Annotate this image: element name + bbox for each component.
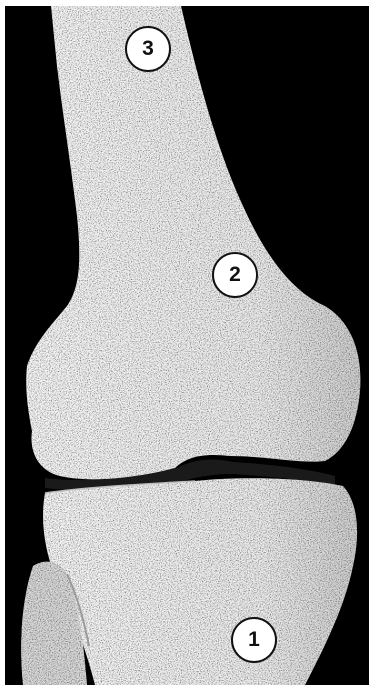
knee-xray-photo: 3 2 1 <box>5 6 369 685</box>
tibia <box>43 478 357 685</box>
marker-3-label: 3 <box>142 37 154 61</box>
marker-2-femur-distal: 2 <box>212 252 258 298</box>
marker-1-label: 1 <box>248 628 260 652</box>
knee-bone-illustration <box>5 6 369 685</box>
marker-1-tibia: 1 <box>231 617 277 663</box>
femur <box>26 6 360 479</box>
marker-2-label: 2 <box>229 263 241 287</box>
marker-3-femur-shaft: 3 <box>125 26 171 72</box>
